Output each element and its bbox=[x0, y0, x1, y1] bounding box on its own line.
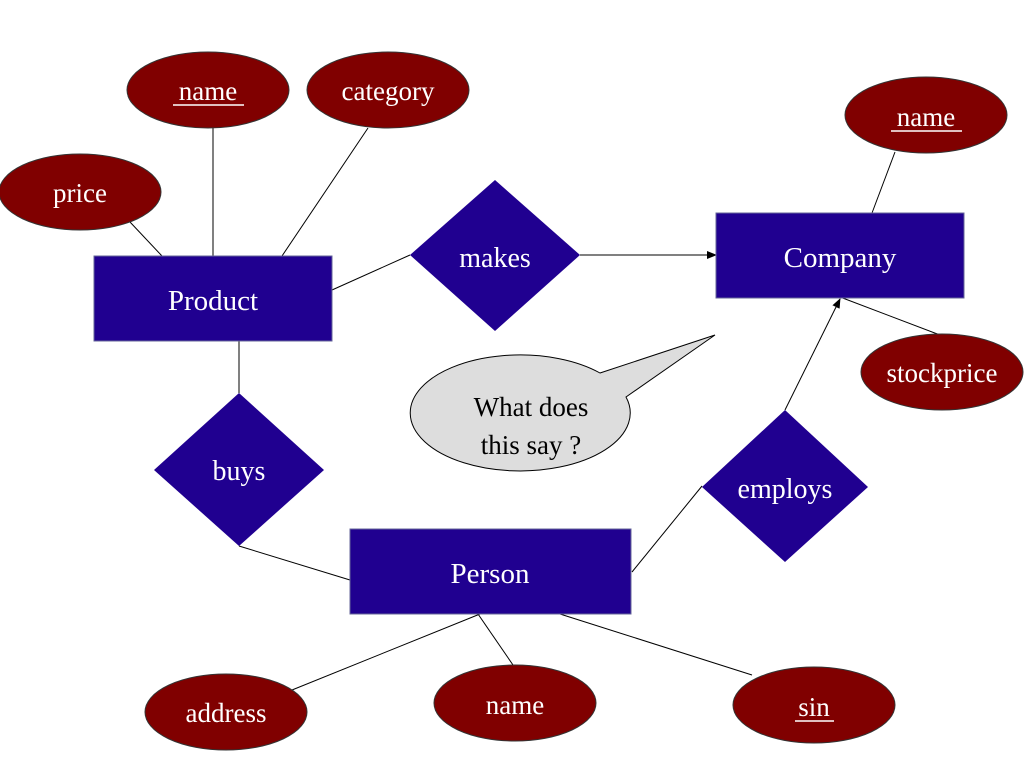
relationship-makes-label: makes bbox=[459, 243, 531, 274]
attribute-product-price-label: price bbox=[53, 178, 107, 208]
attribute-product-category[interactable]: category bbox=[306, 51, 470, 129]
attribute-company-name-ellipse[interactable] bbox=[844, 76, 1008, 154]
attribute-product-price-ellipse[interactable] bbox=[0, 153, 162, 231]
entity-person-box[interactable] bbox=[349, 528, 632, 615]
connector-company-stockprice bbox=[839, 296, 941, 336]
attribute-company-name[interactable]: name bbox=[844, 76, 1008, 154]
attribute-person-name[interactable]: name bbox=[433, 664, 597, 742]
attribute-person-address-ellipse[interactable] bbox=[144, 673, 308, 751]
callout-bubble: What does this say ? bbox=[409, 334, 716, 472]
entity-product-box[interactable] bbox=[93, 255, 333, 342]
connector-product-makes bbox=[331, 254, 411, 291]
attribute-person-address-label: address bbox=[186, 698, 267, 728]
connector-person-employs bbox=[631, 485, 703, 573]
relationship-buys-diamond[interactable] bbox=[154, 393, 324, 546]
attribute-person-sin-label: sin bbox=[798, 692, 830, 722]
attribute-product-name-label: name bbox=[179, 76, 237, 106]
attribute-company-name-label: name bbox=[897, 102, 955, 132]
attribute-person-sin-ellipse[interactable] bbox=[732, 666, 896, 744]
entity-company-box[interactable] bbox=[715, 212, 965, 299]
connector-person-name bbox=[477, 613, 514, 666]
relationship-buys-label: buys bbox=[213, 456, 266, 487]
relationship-buys[interactable]: buys bbox=[154, 393, 324, 546]
attribute-person-name-ellipse[interactable] bbox=[433, 664, 597, 742]
relationship-makes[interactable]: makes bbox=[410, 180, 580, 331]
attribute-product-price[interactable]: price bbox=[0, 153, 162, 231]
entity-person[interactable]: Person bbox=[349, 528, 632, 615]
connector-company-name bbox=[871, 151, 896, 214]
attribute-person-name-label: name bbox=[486, 690, 544, 720]
connector-person-sin bbox=[559, 613, 753, 676]
attribute-company-stockprice-label: stockprice bbox=[887, 358, 998, 388]
attribute-product-name[interactable]: name bbox=[126, 51, 290, 129]
relationship-employs-label: employs bbox=[738, 474, 833, 505]
connector-product-category bbox=[281, 127, 369, 257]
attribute-person-address[interactable]: address bbox=[144, 673, 308, 751]
relationship-makes-diamond[interactable] bbox=[410, 180, 580, 331]
entity-product[interactable]: Product bbox=[93, 255, 333, 342]
entity-company-label: Company bbox=[784, 242, 897, 274]
attribute-company-stockprice-ellipse[interactable] bbox=[860, 333, 1024, 411]
entity-product-label: Product bbox=[168, 285, 258, 317]
connectors bbox=[129, 127, 941, 691]
attribute-product-category-label: category bbox=[342, 76, 435, 106]
relationship-employs[interactable]: employs bbox=[702, 410, 868, 562]
entity-company[interactable]: Company bbox=[715, 212, 965, 299]
callout-shape bbox=[409, 334, 716, 472]
connector-buys-person bbox=[238, 545, 351, 581]
callout-line-1: What does bbox=[474, 392, 589, 422]
entity-person-label: Person bbox=[451, 558, 530, 590]
connector-employs-company-arrow bbox=[784, 298, 841, 411]
callout-line-2: this say ? bbox=[481, 430, 582, 460]
attribute-product-name-ellipse[interactable] bbox=[126, 51, 290, 129]
attribute-company-stockprice[interactable]: stockprice bbox=[860, 333, 1024, 411]
attribute-product-category-ellipse[interactable] bbox=[306, 51, 470, 129]
connector-product-price bbox=[129, 221, 163, 257]
attribute-person-sin[interactable]: sin bbox=[732, 666, 896, 744]
connector-person-address bbox=[291, 613, 481, 691]
relationship-employs-diamond[interactable] bbox=[702, 410, 868, 562]
